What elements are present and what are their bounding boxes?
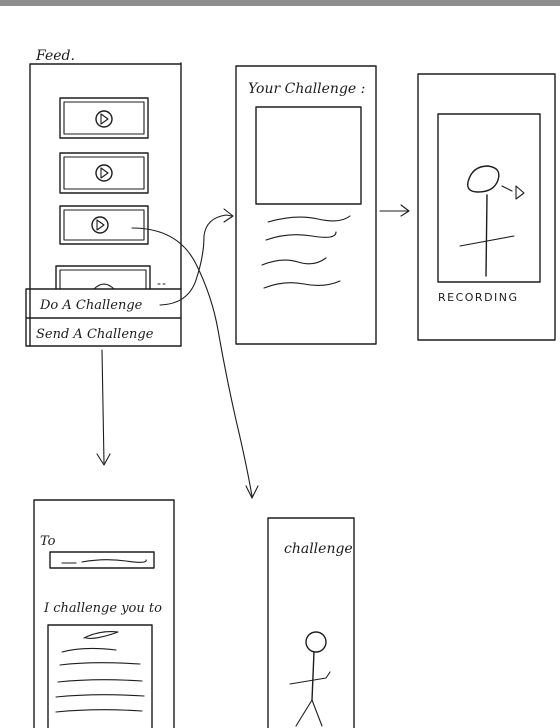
your-challenge-screen: Your Challenge :	[236, 66, 376, 344]
feed-video-2[interactable]	[60, 153, 148, 193]
arrow-do-challenge-to-your-challenge	[160, 209, 233, 305]
feed-screen: Feed.	[26, 48, 181, 346]
camera-viewfinder	[438, 114, 540, 282]
challenge-description-lines	[262, 216, 350, 288]
stick-figure	[460, 166, 524, 276]
recording-status: RECORDING	[438, 291, 519, 304]
send-challenge-screen: To I challenge you to	[34, 500, 174, 728]
arrow-send-challenge-to-send-screen	[97, 350, 110, 465]
to-label: To	[40, 534, 56, 549]
challenge-prompt: I challenge you to	[43, 601, 162, 616]
feed-video-1[interactable]	[60, 98, 148, 138]
your-challenge-title: Your Challenge :	[248, 81, 365, 97]
challenge-action-menu: Do A Challenge Send A Challenge	[26, 289, 181, 346]
play-icon	[92, 217, 108, 233]
arrow-your-challenge-to-recording	[380, 205, 409, 216]
feed-title: Feed.	[35, 48, 75, 64]
top-bar	[0, 0, 560, 6]
feed-video-3[interactable]	[60, 206, 148, 244]
stick-figure	[290, 632, 330, 726]
do-challenge-option[interactable]: Do A Challenge	[39, 298, 143, 313]
recipient-input[interactable]	[50, 552, 154, 568]
do-challenge-label: Do A Challenge	[39, 298, 143, 313]
challenge-view-screen: challenge	[268, 518, 354, 728]
flow-arrows	[97, 205, 409, 498]
recording-screen: RECORDING	[418, 74, 555, 340]
play-icon	[96, 111, 112, 127]
send-challenge-option[interactable]: Send A Challenge	[36, 327, 154, 342]
feed-video-4-partial[interactable]	[56, 266, 165, 289]
challenge-view-title: challenge	[284, 541, 353, 557]
play-icon	[96, 165, 112, 181]
challenge-message-area[interactable]	[48, 625, 152, 728]
arrow-video-to-challenge-view	[132, 228, 258, 498]
challenge-video-preview[interactable]	[256, 107, 361, 204]
send-challenge-label: Send A Challenge	[36, 327, 154, 342]
